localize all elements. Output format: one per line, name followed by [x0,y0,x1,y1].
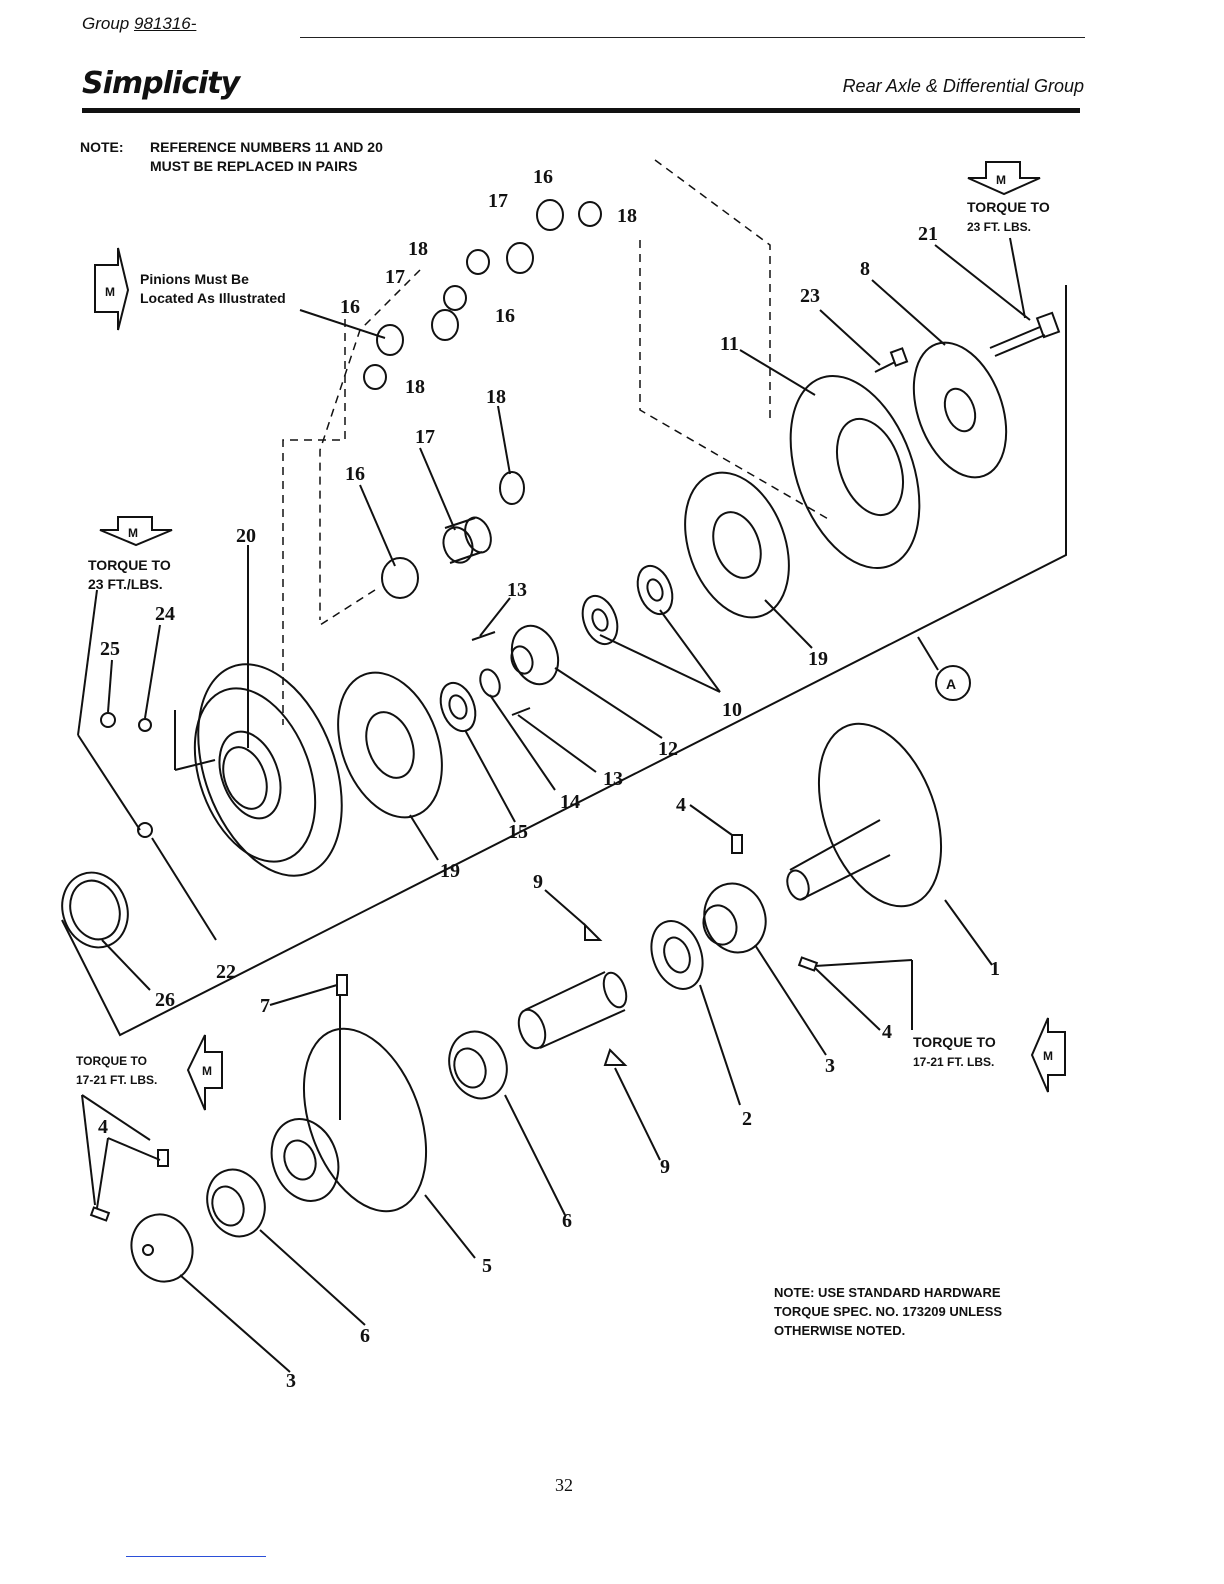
callout-18a: 18 [408,238,428,260]
callout-25: 25 [100,638,120,660]
torque-23-b-line2: 23 FT./LBS. [88,576,163,592]
callout-18c: 18 [405,376,425,398]
callout-11: 11 [720,333,739,355]
page-number: 32 [555,1475,573,1495]
callout-17a: 17 [488,190,508,212]
m-torque-symbol-icon-2 [967,161,1041,196]
footer-line [126,1556,266,1557]
callout-23: 23 [800,285,820,307]
callout-16a: 16 [533,166,553,188]
group-number: 981316- [133,14,197,33]
note-bottom-line2: TORQUE SPEC. NO. 173209 UNLESS [774,1304,1003,1319]
callout-4a: 4 [676,794,686,816]
assembly-letter: A [946,676,956,692]
callout-6a: 6 [562,1210,572,1232]
callout-2: 2 [742,1108,752,1130]
callout-9b: 9 [660,1156,670,1178]
m-label-3: M [105,285,115,299]
torque-1721-a-line2: 17-21 FT. LBS. [76,1073,157,1087]
callout-19b: 19 [440,860,460,882]
note-bottom: NOTE: USE STANDARD HARDWARE TORQUE SPEC.… [774,1283,1074,1340]
callout-17b: 17 [385,266,405,288]
assembly-a-bracket [61,285,1067,1037]
callout-6b: 6 [360,1325,370,1347]
callout-3b: 3 [286,1370,296,1392]
m-pinion-symbol-icon [94,247,130,331]
torque-23-a-line2: 23 FT. LBS. [967,220,1031,234]
note-bottom-line3: OTHERWISE NOTED. [774,1323,906,1338]
m-label-4: M [202,1064,212,1078]
group-label-text: Group [82,14,130,33]
callout-16d: 16 [345,463,365,485]
note-top-line1: REFERENCE NUMBERS 11 AND 20 [150,139,383,155]
callout-12: 12 [658,738,678,760]
callout-26: 26 [155,989,175,1011]
callout-7: 7 [260,995,270,1017]
callout-5: 5 [482,1255,492,1277]
callout-17c: 17 [415,426,435,448]
brand-logo: Simplicity [82,66,240,101]
callout-21: 21 [918,223,938,245]
torque-23-a-line1: TORQUE TO [967,199,1050,215]
torque-1721-a-line1: TORQUE TO [76,1054,147,1068]
torque-1721-b-line2: 17-21 FT. LBS. [913,1055,994,1069]
torque-23-b-line1: TORQUE TO [88,557,171,573]
callout-16c: 16 [495,305,515,327]
callout-18b: 18 [617,205,637,227]
m-label-2: M [996,173,1006,187]
m-torque-symbol-icon-4 [1030,1017,1066,1093]
callout-1: 1 [990,958,1000,980]
pinions-note-line1: Pinions Must Be [140,271,249,287]
callout-19a: 19 [808,648,828,670]
note-top-label: NOTE: [80,139,124,155]
m-label-1: M [128,526,138,540]
callout-10: 10 [722,699,742,721]
callout-8: 8 [860,258,870,280]
note-top-line2: MUST BE REPLACED IN PAIRS [150,158,358,174]
note-top: NOTE: REFERENCE NUMBERS 11 AND 20 MUST B… [80,138,383,176]
pinions-note-line2: Located As Illustrated [140,290,286,306]
assembly-a-circle [935,665,971,701]
callout-4c: 4 [98,1116,108,1138]
callout-18d: 18 [486,386,506,408]
note-bottom-line1: NOTE: USE STANDARD HARDWARE [774,1285,1001,1300]
section-title: Rear Axle & Differential Group [842,76,1084,96]
callout-9a: 9 [533,871,543,893]
m-label-5: M [1043,1049,1053,1063]
callout-15: 15 [508,821,528,843]
header-thick-rule [82,108,1080,113]
callout-16b: 16 [340,296,360,318]
callout-14: 14 [560,791,580,813]
callout-20: 20 [236,525,256,547]
callout-13b: 13 [603,768,623,790]
callout-13a: 13 [507,579,527,601]
callout-4b: 4 [882,1021,892,1043]
callout-3a: 3 [825,1055,835,1077]
group-label: Group 981316- [82,14,196,34]
callout-24: 24 [155,603,175,625]
assembly-a-leader [917,636,939,671]
header-rule [300,37,1085,38]
m-torque-symbol-icon-3 [186,1034,223,1111]
torque-1721-b-line1: TORQUE TO [913,1034,996,1050]
m-torque-symbol-icon [99,516,173,547]
callout-22: 22 [216,961,236,983]
